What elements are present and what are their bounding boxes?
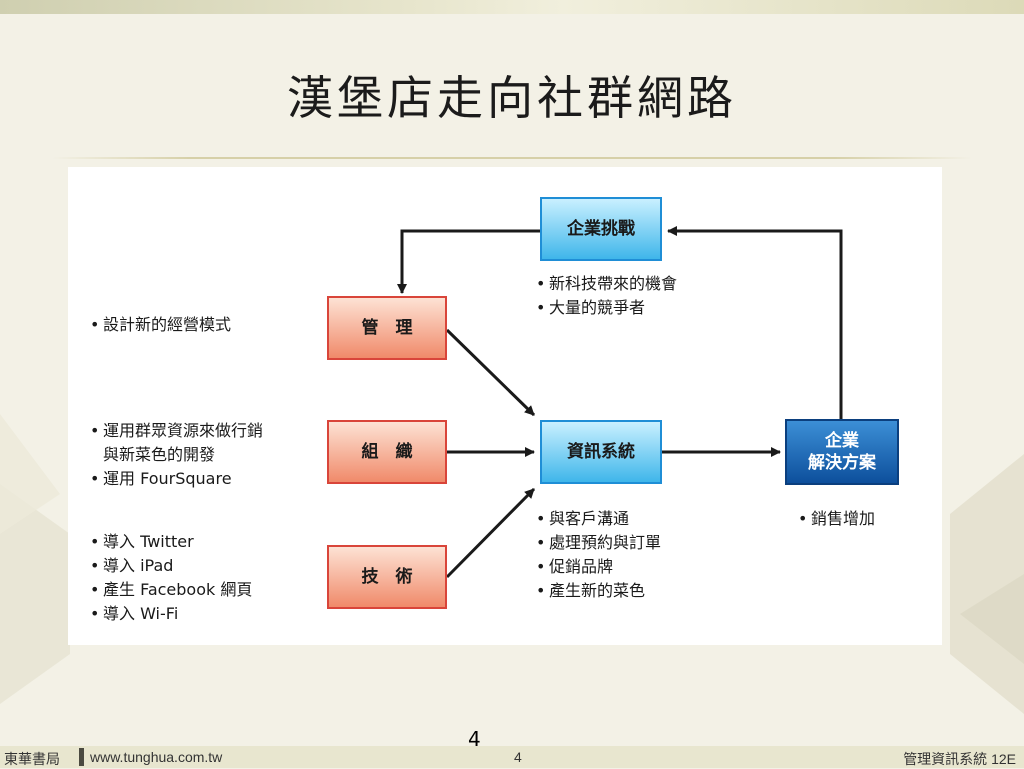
note-line: 運用群眾資源來做行銷 [103, 421, 264, 440]
list-item: 產生 Facebook 網頁 [90, 578, 252, 602]
solution-box: 企業 解決方案 [785, 419, 899, 485]
footer-url[interactable]: www.tunghua.com.tw [90, 749, 223, 765]
list-item: 導入 iPad [90, 554, 252, 578]
organization-box: 組 織 [327, 420, 447, 484]
list-item: 導入 Wi-Fi [90, 602, 252, 626]
challenge-box: 企業挑戰 [540, 197, 662, 261]
list-item: 運用群眾資源來做行銷 與新菜色的開發 [90, 419, 263, 467]
footer-publisher: 東華書局 [4, 751, 60, 767]
title-divider [52, 157, 972, 159]
diagram-arrows [397, 226, 843, 579]
arrow-management-to-infosystem [445, 328, 536, 417]
list-item: 促銷品牌 [536, 555, 661, 579]
list-item: 處理預約與訂單 [536, 531, 661, 555]
organization-notes: 運用群眾資源來做行銷 與新菜色的開發 運用 FourSquare [90, 419, 263, 491]
management-box: 管 理 [327, 296, 447, 360]
footer-book-title: 管理資訊系統 12E [903, 751, 1016, 767]
top-decor-band [0, 0, 1024, 14]
list-item: 新科技帶來的機會 [536, 272, 677, 296]
diagram-panel: 企業挑戰 管 理 組 織 技 術 資訊系統 企業 解決方案 新科技帶來的機會 大… [68, 167, 942, 645]
arrow-solution-to-challenge [667, 226, 843, 419]
solution-label-line2: 解決方案 [808, 453, 876, 473]
technology-label: 技 術 [361, 567, 413, 587]
footer-separator [79, 748, 84, 766]
list-item: 導入 Twitter [90, 530, 252, 554]
list-item: 設計新的經營模式 [90, 313, 231, 337]
arrow-technology-to-infosystem [445, 487, 536, 579]
technology-notes: 導入 Twitter 導入 iPad 產生 Facebook 網頁 導入 Wi-… [90, 530, 252, 626]
slide-number: 4 [468, 727, 481, 751]
infosystem-notes: 與客戶溝通 處理預約與訂單 促銷品牌 產生新的菜色 [536, 507, 661, 603]
slide-title: 漢堡店走向社群網路 [287, 71, 737, 125]
list-item: 大量的競爭者 [536, 296, 677, 320]
management-notes: 設計新的經營模式 [90, 313, 231, 337]
arrow-challenge-to-management [397, 229, 540, 294]
technology-box: 技 術 [327, 545, 447, 609]
organization-label: 組 織 [361, 442, 413, 462]
list-item: 銷售增加 [798, 507, 875, 531]
list-item: 產生新的菜色 [536, 579, 661, 603]
footer-page-number: 4 [514, 749, 522, 765]
solution-label-line1: 企業 [825, 431, 859, 451]
list-item: 與客戶溝通 [536, 507, 661, 531]
management-label: 管 理 [361, 318, 413, 338]
list-item: 運用 FourSquare [90, 467, 263, 491]
note-line: 與新菜色的開發 [103, 445, 216, 464]
infosystem-label: 資訊系統 [567, 442, 635, 462]
challenge-label: 企業挑戰 [567, 219, 635, 239]
solution-notes: 銷售增加 [798, 507, 875, 531]
infosystem-box: 資訊系統 [540, 420, 662, 484]
footer-bar: 東華書局 www.tunghua.com.tw 4 管理資訊系統 12E [0, 746, 1024, 768]
challenge-notes: 新科技帶來的機會 大量的競爭者 [536, 272, 677, 320]
